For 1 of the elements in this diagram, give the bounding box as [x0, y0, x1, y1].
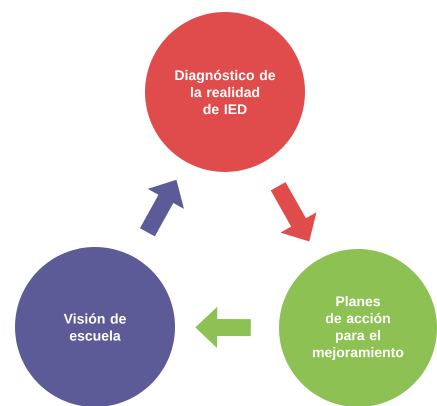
- circle-node: Diagnóstico de la realidad de IED: [145, 12, 305, 172]
